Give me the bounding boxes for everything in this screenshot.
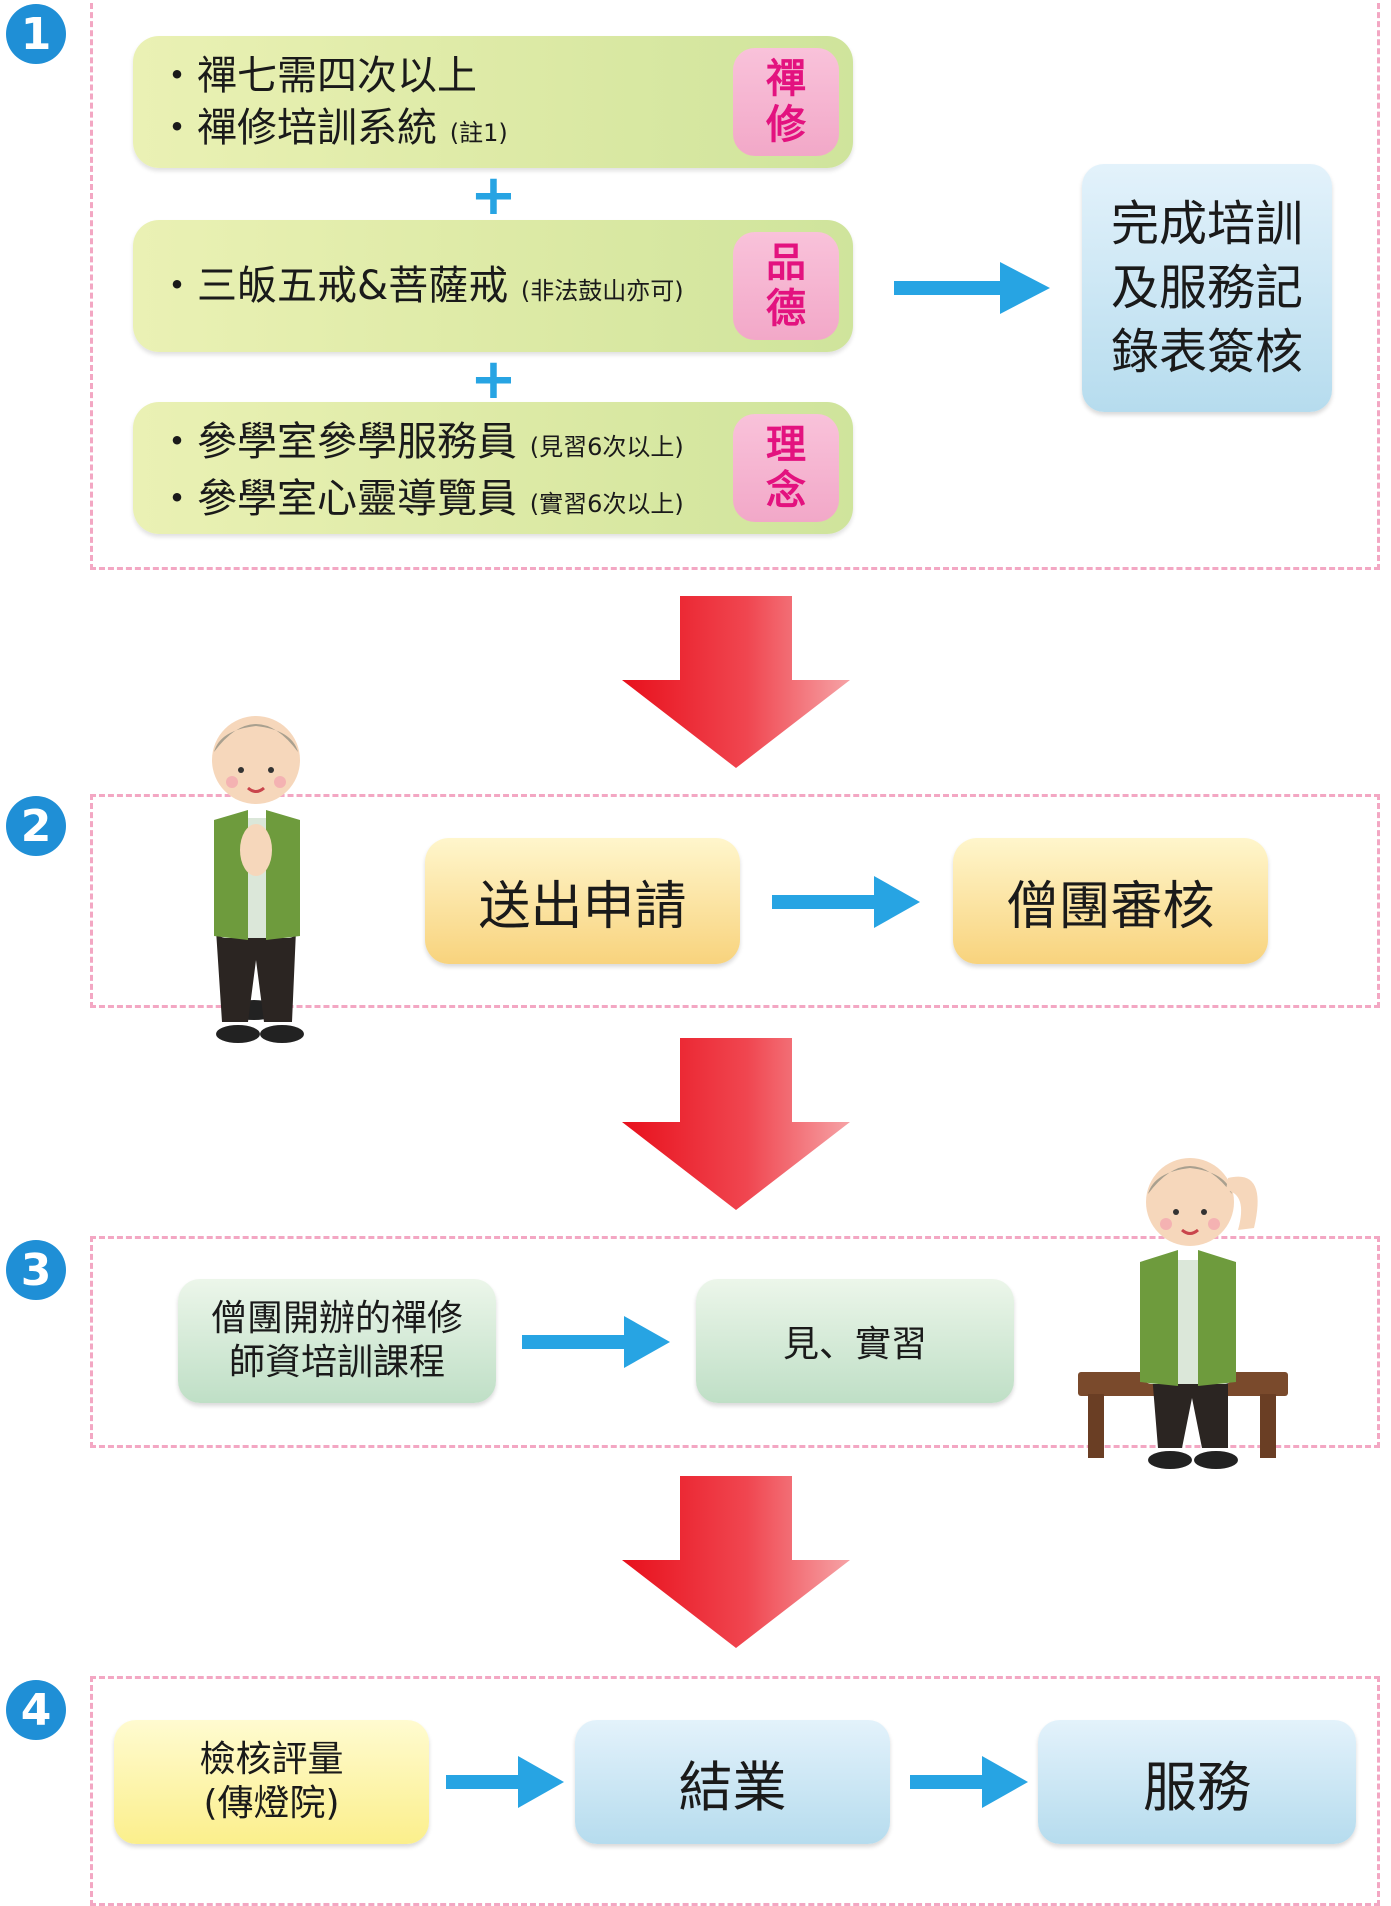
- zen-note: (註1): [449, 119, 508, 147]
- blue-arrow-icon: [910, 1756, 1028, 1808]
- service-box: 服務: [1038, 1720, 1356, 1844]
- tag-char: 品: [766, 240, 806, 286]
- concept-tag: 理 念: [733, 414, 839, 522]
- result-line-2: 及服務記: [1110, 260, 1303, 316]
- concept-line-1: ・參學室參學服務員: [157, 419, 517, 465]
- monk-praying-figure: [212, 716, 304, 1043]
- virtue-tag: 品 德: [733, 232, 839, 340]
- blue-arrow-icon: [446, 1756, 564, 1808]
- down-arrow-icon: [622, 596, 850, 768]
- step-number: 4: [20, 1684, 52, 1736]
- concept-requirement-box: ・參學室參學服務員 (見習6次以上) ・參學室心靈導覽員 (實習6次以上) 理 …: [133, 402, 853, 534]
- zen-line-1: ・禪七需四次以上: [157, 53, 477, 99]
- zen-line-2: ・禪修培訓系統: [157, 105, 437, 151]
- concept-note-1: (見習6次以上): [529, 433, 684, 461]
- tag-char: 德: [766, 286, 806, 332]
- monk-sitting-figure: [1078, 1158, 1288, 1469]
- step-1-badge: 1: [6, 4, 66, 64]
- virtue-requirement-box: ・三皈五戒&菩薩戒 (非法鼓山亦可) 品 德: [133, 220, 853, 352]
- result-line-3: 錄表簽核: [1110, 324, 1303, 380]
- tag-char: 念: [766, 468, 806, 514]
- blue-arrow-icon: [894, 262, 1050, 314]
- service-label: 服務: [1143, 1755, 1251, 1819]
- submit-application-box: 送出申請: [425, 838, 740, 964]
- step-2-badge: 2: [6, 796, 66, 856]
- down-arrow-icon: [622, 1476, 850, 1648]
- down-arrow-icon: [622, 1038, 850, 1210]
- graduation-box: 結業: [575, 1720, 890, 1844]
- assessment-box: 檢核評量 (傳燈院): [114, 1720, 429, 1844]
- virtue-line: ・三皈五戒&菩薩戒: [157, 263, 509, 309]
- tag-char: 理: [766, 422, 806, 468]
- assessment-line-2: (傳燈院): [203, 1783, 340, 1824]
- blue-arrow-icon: [522, 1316, 670, 1368]
- step-4-badge: 4: [6, 1680, 66, 1740]
- blue-arrow-icon: [772, 876, 920, 928]
- zen-requirement-box: ・禪七需四次以上 ・禪修培訓系統 (註1) 禪 修: [133, 36, 853, 168]
- step-3-frame: [90, 1236, 1380, 1448]
- training-record-box: 完成培訓 及服務記 錄表簽核: [1082, 164, 1332, 412]
- step-number: 2: [20, 800, 52, 852]
- tag-char: 修: [766, 102, 806, 148]
- step-2-frame: [90, 794, 1380, 1008]
- step-3-badge: 3: [6, 1240, 66, 1300]
- internship-box: 見、實習: [696, 1279, 1014, 1403]
- plus-sign: +: [470, 163, 517, 228]
- step-1-frame: [90, 0, 1380, 570]
- review-label: 僧團審核: [1006, 876, 1215, 937]
- sangha-review-box: 僧團審核: [953, 838, 1268, 964]
- teacher-training-course-box: 僧團開辦的禪修 師資培訓課程: [178, 1279, 496, 1403]
- result-line-1: 完成培訓: [1110, 196, 1303, 252]
- step-number: 1: [20, 8, 52, 60]
- course-line-2: 師資培訓課程: [228, 1342, 445, 1383]
- submit-label: 送出申請: [478, 876, 687, 937]
- course-line-1: 僧團開辦的禪修: [210, 1298, 463, 1339]
- concept-note-2: (實習6次以上): [529, 490, 684, 518]
- tag-char: 禪: [766, 56, 806, 102]
- plus-sign: +: [470, 347, 517, 412]
- concept-line-2: ・參學室心靈導覽員: [157, 476, 517, 522]
- virtue-note: (非法鼓山亦可): [520, 277, 684, 305]
- graduation-label: 結業: [678, 1755, 787, 1819]
- step-number: 3: [20, 1244, 52, 1296]
- assessment-line-1: 檢核評量: [199, 1739, 344, 1780]
- practice-label: 見、實習: [782, 1324, 927, 1365]
- zen-tag: 禪 修: [733, 48, 839, 156]
